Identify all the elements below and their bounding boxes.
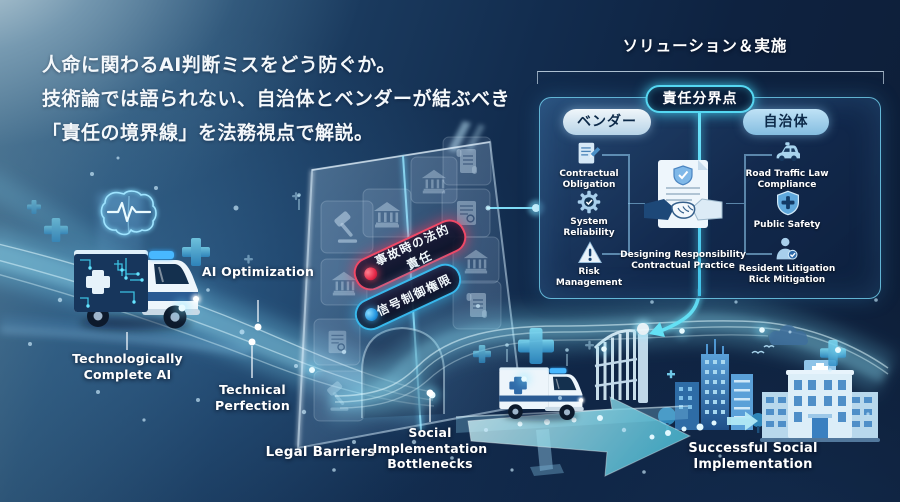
legal-barriers-label: Legal Barriers [265, 444, 376, 460]
bottlenecks-label: Social Implementation Bottlenecks [372, 425, 488, 472]
solution-panel-bracket [537, 71, 884, 84]
municipality-stub-3 [746, 253, 772, 255]
glow-dots [28, 156, 878, 474]
tick-marks [297, 193, 569, 366]
leader-lines [126, 300, 431, 422]
small-arrow-icon [727, 411, 758, 431]
headline-line-1: 人命に関わるAI判断ミスをどう防ぐか。 [42, 54, 396, 76]
gate-icon [593, 321, 651, 403]
sparkles [244, 192, 594, 350]
leader-dots [248, 323, 434, 397]
vendor-item-label-3: Risk Management [555, 267, 623, 288]
municipality-pill: 自治体 [743, 109, 829, 135]
municipality-item-label-2: Public Safety [753, 220, 821, 230]
city-buildings-icon [658, 339, 765, 433]
vendor-item-label-1: Contractual Obligation [559, 169, 619, 190]
municipality-center-stub [726, 202, 744, 204]
municipality-item-label-1: Road Traffic Law Compliance [745, 169, 829, 190]
vendor-stub-3 [602, 253, 628, 255]
center-practice-label: Designing Responsibility Contractual Pra… [620, 250, 746, 271]
ai-optimization-label: AI Optimization [201, 264, 315, 279]
responsibility-boundary-badge: 責任分界点 [645, 85, 755, 113]
ai-circuit-pattern [74, 254, 148, 312]
gear-check-icon [576, 189, 602, 215]
vendor-item-label-2: System Reliability [563, 217, 615, 238]
contract-document-icon [576, 141, 602, 167]
car-icon [774, 141, 801, 167]
solution-panel-title: ソリューション＆実施 [622, 37, 788, 55]
warning-triangle-icon [577, 240, 603, 266]
vendor-stub-1 [602, 154, 628, 156]
vendor-pill: ベンダー [563, 109, 651, 135]
handshake-contract-icon [642, 158, 724, 252]
success-label: Successful Social Implementation [688, 441, 818, 473]
municipality-stub-1 [746, 154, 772, 156]
brain-icon [100, 190, 158, 236]
person-check-icon [774, 236, 800, 262]
municipality-item-label-3: Resident Litigation Rick Mitigation [738, 264, 836, 285]
birds-icon [751, 345, 775, 355]
hospital-icon [760, 360, 880, 442]
cloud-icon [769, 325, 808, 345]
technical-perfection-label: Technical Perfection [215, 382, 290, 413]
headline: 人命に関わるAI判断ミスをどう防ぐか。 技術論では語られない、自治体とベンダーが… [42, 48, 522, 150]
vendor-center-stub [628, 202, 645, 204]
tech-complete-label: Technologically Complete AI [72, 351, 183, 382]
shield-plus-icon [775, 190, 801, 216]
headline-line-3: 「責任の境界線」を法務視点で解説。 [42, 122, 374, 144]
municipality-bracket [744, 154, 746, 253]
headline-line-2: 技術論では語られない、自治体とベンダーが結ぶべき [42, 88, 511, 110]
